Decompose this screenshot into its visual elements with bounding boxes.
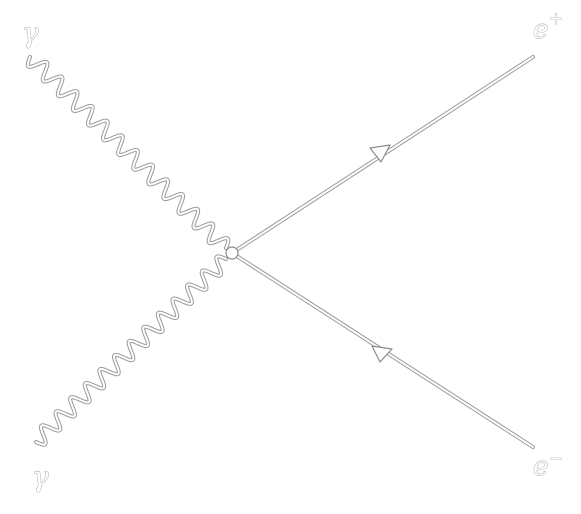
- positron-label: e +: [533, 9, 564, 46]
- photon-top-label: γ: [22, 16, 39, 49]
- electron-charge: −: [549, 449, 563, 469]
- electron-symbol: e: [533, 452, 548, 482]
- positron-arrow-icon: [369, 144, 391, 163]
- electron-arrow-icon: [371, 345, 393, 363]
- photon-bottom-label: γ: [32, 460, 49, 493]
- interaction-vertex: [225, 246, 239, 260]
- positron-charge: +: [549, 9, 563, 29]
- electron-label: e −: [533, 449, 564, 483]
- positron-symbol: e: [533, 15, 548, 45]
- photon-bottom-propagator: [34, 254, 228, 447]
- photon-top-propagator: [25, 55, 231, 250]
